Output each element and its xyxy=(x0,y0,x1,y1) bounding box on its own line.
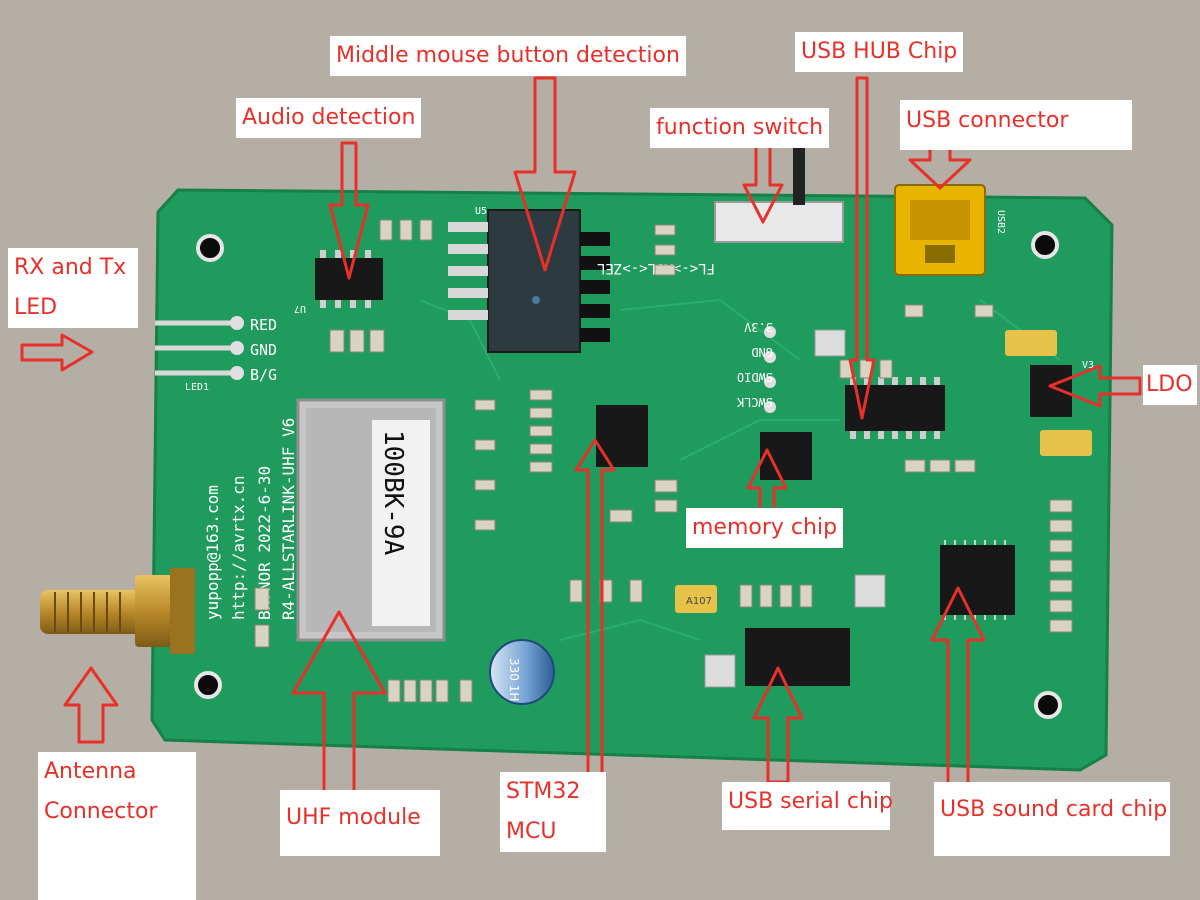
arrow-function-switch xyxy=(742,140,784,224)
silk-gnd: GND xyxy=(751,345,773,359)
memory-chip-shape xyxy=(760,432,812,480)
usb-sound-chip-shape xyxy=(940,540,1015,620)
label-usb-hub: USB HUB Chip xyxy=(795,32,964,72)
silk-email: yupopp@163.com xyxy=(203,485,222,620)
uhf-module-shape: 100BK-9A xyxy=(296,398,446,642)
electrolytic-capacitor: 330 1H xyxy=(489,639,555,705)
arrow-usb-serial xyxy=(752,666,804,784)
label-usb-sound: USB sound card chip xyxy=(934,782,1170,856)
silk-cap-value: A107 xyxy=(686,596,712,607)
function-switch-shape xyxy=(714,145,844,243)
silk-callsign: BH7NOR 2022-6-30 xyxy=(255,466,274,620)
label-usb-connector: USB connector xyxy=(900,100,1132,150)
label-middle-mouse: Middle mouse button detection xyxy=(330,36,686,76)
silk-board-name: R4-ALLSTARLINK-UHF V6 xyxy=(279,418,298,620)
arrow-uhf xyxy=(291,610,387,794)
label-usb-serial: USB serial chip xyxy=(722,782,893,830)
silk-led-gnd: GND xyxy=(250,341,277,359)
arrow-audio xyxy=(328,141,370,280)
silk-3v3: 3.3V xyxy=(744,320,773,334)
mounting-holes xyxy=(194,231,1062,719)
label-memory-chip: memory chip xyxy=(686,508,844,548)
tantalum-cap-2 xyxy=(1040,430,1092,456)
label-stm32: STM32 MCU xyxy=(500,772,606,852)
stm32-mcu-chip xyxy=(596,405,648,467)
usb-serial-chip-shape xyxy=(745,628,850,686)
label-ldo: LDO xyxy=(1143,365,1197,405)
silk-electrolytic: 330 1H xyxy=(507,658,521,701)
antenna-connector-shape xyxy=(40,568,195,654)
arrow-ldo xyxy=(1048,364,1142,408)
passive-components xyxy=(254,219,1073,703)
silk-u7: U7 xyxy=(294,303,306,314)
silk-u3: V3 xyxy=(1082,360,1094,371)
silk-swdio: SWDIO xyxy=(737,370,773,384)
usb-connector-shape xyxy=(894,184,986,276)
silk-module-label: 100BK-9A xyxy=(378,430,408,556)
silk-led-red: RED xyxy=(250,316,277,334)
label-uhf-module: UHF module xyxy=(280,790,440,856)
arrow-middle-mouse xyxy=(513,76,577,272)
label-audio-detection: Audio detection xyxy=(236,98,422,138)
silk-swclk: SWCLK xyxy=(736,395,773,409)
label-rx-tx-led: RX and Tx LED xyxy=(8,248,138,328)
swd-pads xyxy=(764,326,776,413)
arrow-usb-sound xyxy=(930,586,986,792)
arrow-stm32 xyxy=(574,438,616,784)
silk-led-ref: LED1 xyxy=(185,382,209,393)
silk-u5: U5 xyxy=(475,206,487,217)
silk-led-bg: B/G xyxy=(250,366,277,384)
arrow-rx-tx xyxy=(20,333,94,372)
silver-components xyxy=(704,329,886,688)
annotation-arrows xyxy=(20,76,1142,794)
silk-usb2: USB2 xyxy=(995,210,1006,234)
usb-hub-chip xyxy=(845,385,945,431)
silk-board-info: yupopp@163.com http://avrtx.cn BH7NOR 20… xyxy=(203,418,298,620)
tantalum-cap-3 xyxy=(675,585,717,613)
tantalum-cap-1 xyxy=(1005,330,1057,356)
label-antenna: Antenna Connector xyxy=(38,752,196,900)
arrow-usb-hub xyxy=(848,76,876,420)
arrow-antenna xyxy=(63,666,119,744)
silk-url: http://avrtx.cn xyxy=(229,476,248,621)
led-leads xyxy=(155,320,235,376)
label-function-switch: function switch xyxy=(650,108,830,148)
